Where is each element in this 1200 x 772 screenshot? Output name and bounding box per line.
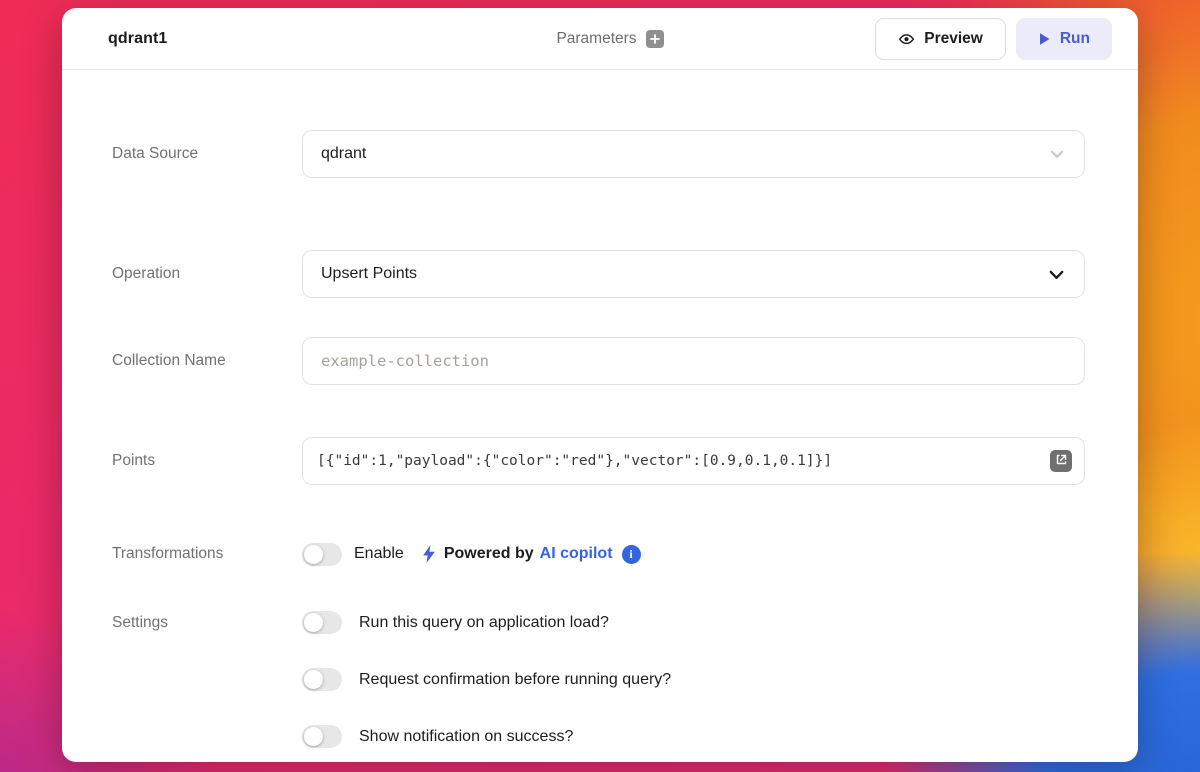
data-source-value: qdrant (321, 145, 367, 162)
preview-button[interactable]: Preview (875, 17, 1006, 60)
play-icon (1038, 32, 1051, 46)
operation-value: Upsert Points (321, 265, 418, 282)
powered-by-label: Powered by (443, 545, 534, 562)
query-editor-panel: qdrant1 Parameters Preview Run (62, 8, 1138, 762)
confirm-before-run-label: Request confirmation before running quer… (359, 670, 672, 688)
preview-button-label: Preview (924, 29, 983, 47)
operation-select[interactable]: Upsert Points (302, 250, 1085, 298)
run-button[interactable]: Run (1015, 17, 1112, 60)
operation-row: Operation Upsert Points (112, 250, 1085, 298)
toggle-knob (304, 727, 323, 746)
info-icon[interactable]: i (621, 544, 641, 564)
run-button-label: Run (1059, 29, 1090, 47)
expand-icon (1056, 450, 1067, 472)
confirm-before-run-toggle[interactable] (302, 668, 342, 691)
notify-on-success-label: Show notification on success? (359, 727, 574, 745)
toggle-knob (304, 613, 323, 632)
header-actions: Preview Run (664, 17, 1112, 60)
points-label: Points (112, 452, 156, 469)
transformations-row: Transformations Enable Powered by AI cop… (112, 538, 1085, 570)
data-source-select[interactable]: qdrant (302, 130, 1085, 178)
points-row: Points [{"id":1,"payload":{"color":"red"… (112, 437, 1085, 485)
transformations-enable-toggle[interactable] (302, 542, 342, 566)
query-header: qdrant1 Parameters Preview Run (62, 8, 1138, 70)
data-source-row: Data Source qdrant (112, 130, 1085, 178)
transformations-label: Transformations (112, 545, 224, 562)
toggle-knob (304, 670, 323, 689)
setting-run-on-load: Run this query on application load? (302, 611, 1085, 634)
run-on-load-toggle[interactable] (302, 611, 342, 634)
data-source-label: Data Source (112, 145, 199, 162)
settings-label: Settings (112, 614, 169, 631)
expand-editor-button[interactable] (1050, 450, 1072, 472)
header-left: qdrant1 (108, 30, 556, 48)
setting-confirm-before-run: Request confirmation before running quer… (302, 668, 1085, 691)
run-on-load-label: Run this query on application load? (359, 613, 609, 631)
collection-name-row: Collection Name (112, 337, 1085, 385)
toggle-knob (304, 544, 323, 564)
parameters-label: Parameters (556, 29, 637, 47)
plus-icon (649, 33, 660, 44)
settings-row: Settings Run this query on application l… (112, 611, 1085, 748)
setting-notify-on-success: Show notification on success? (302, 725, 1085, 748)
enable-label: Enable (354, 545, 404, 562)
query-name[interactable]: qdrant1 (108, 29, 168, 47)
ai-copilot-link[interactable]: AI copilot (539, 545, 613, 562)
chevron-down-icon (1047, 265, 1066, 284)
points-value: [{"id":1,"payload":{"color":"red"},"vect… (317, 453, 833, 469)
operation-label: Operation (112, 265, 181, 282)
collection-name-input[interactable] (302, 337, 1085, 385)
add-parameter-button[interactable] (645, 29, 664, 48)
notify-on-success-toggle[interactable] (302, 725, 342, 748)
collection-name-label: Collection Name (112, 352, 226, 369)
eye-icon (898, 30, 915, 47)
lightning-icon (422, 545, 436, 563)
query-form: Data Source qdrant Operation Upsert Poin… (62, 70, 1138, 748)
parameters-section: Parameters (556, 29, 664, 48)
chevron-down-icon (1048, 145, 1066, 163)
points-input[interactable]: [{"id":1,"payload":{"color":"red"},"vect… (302, 437, 1085, 485)
